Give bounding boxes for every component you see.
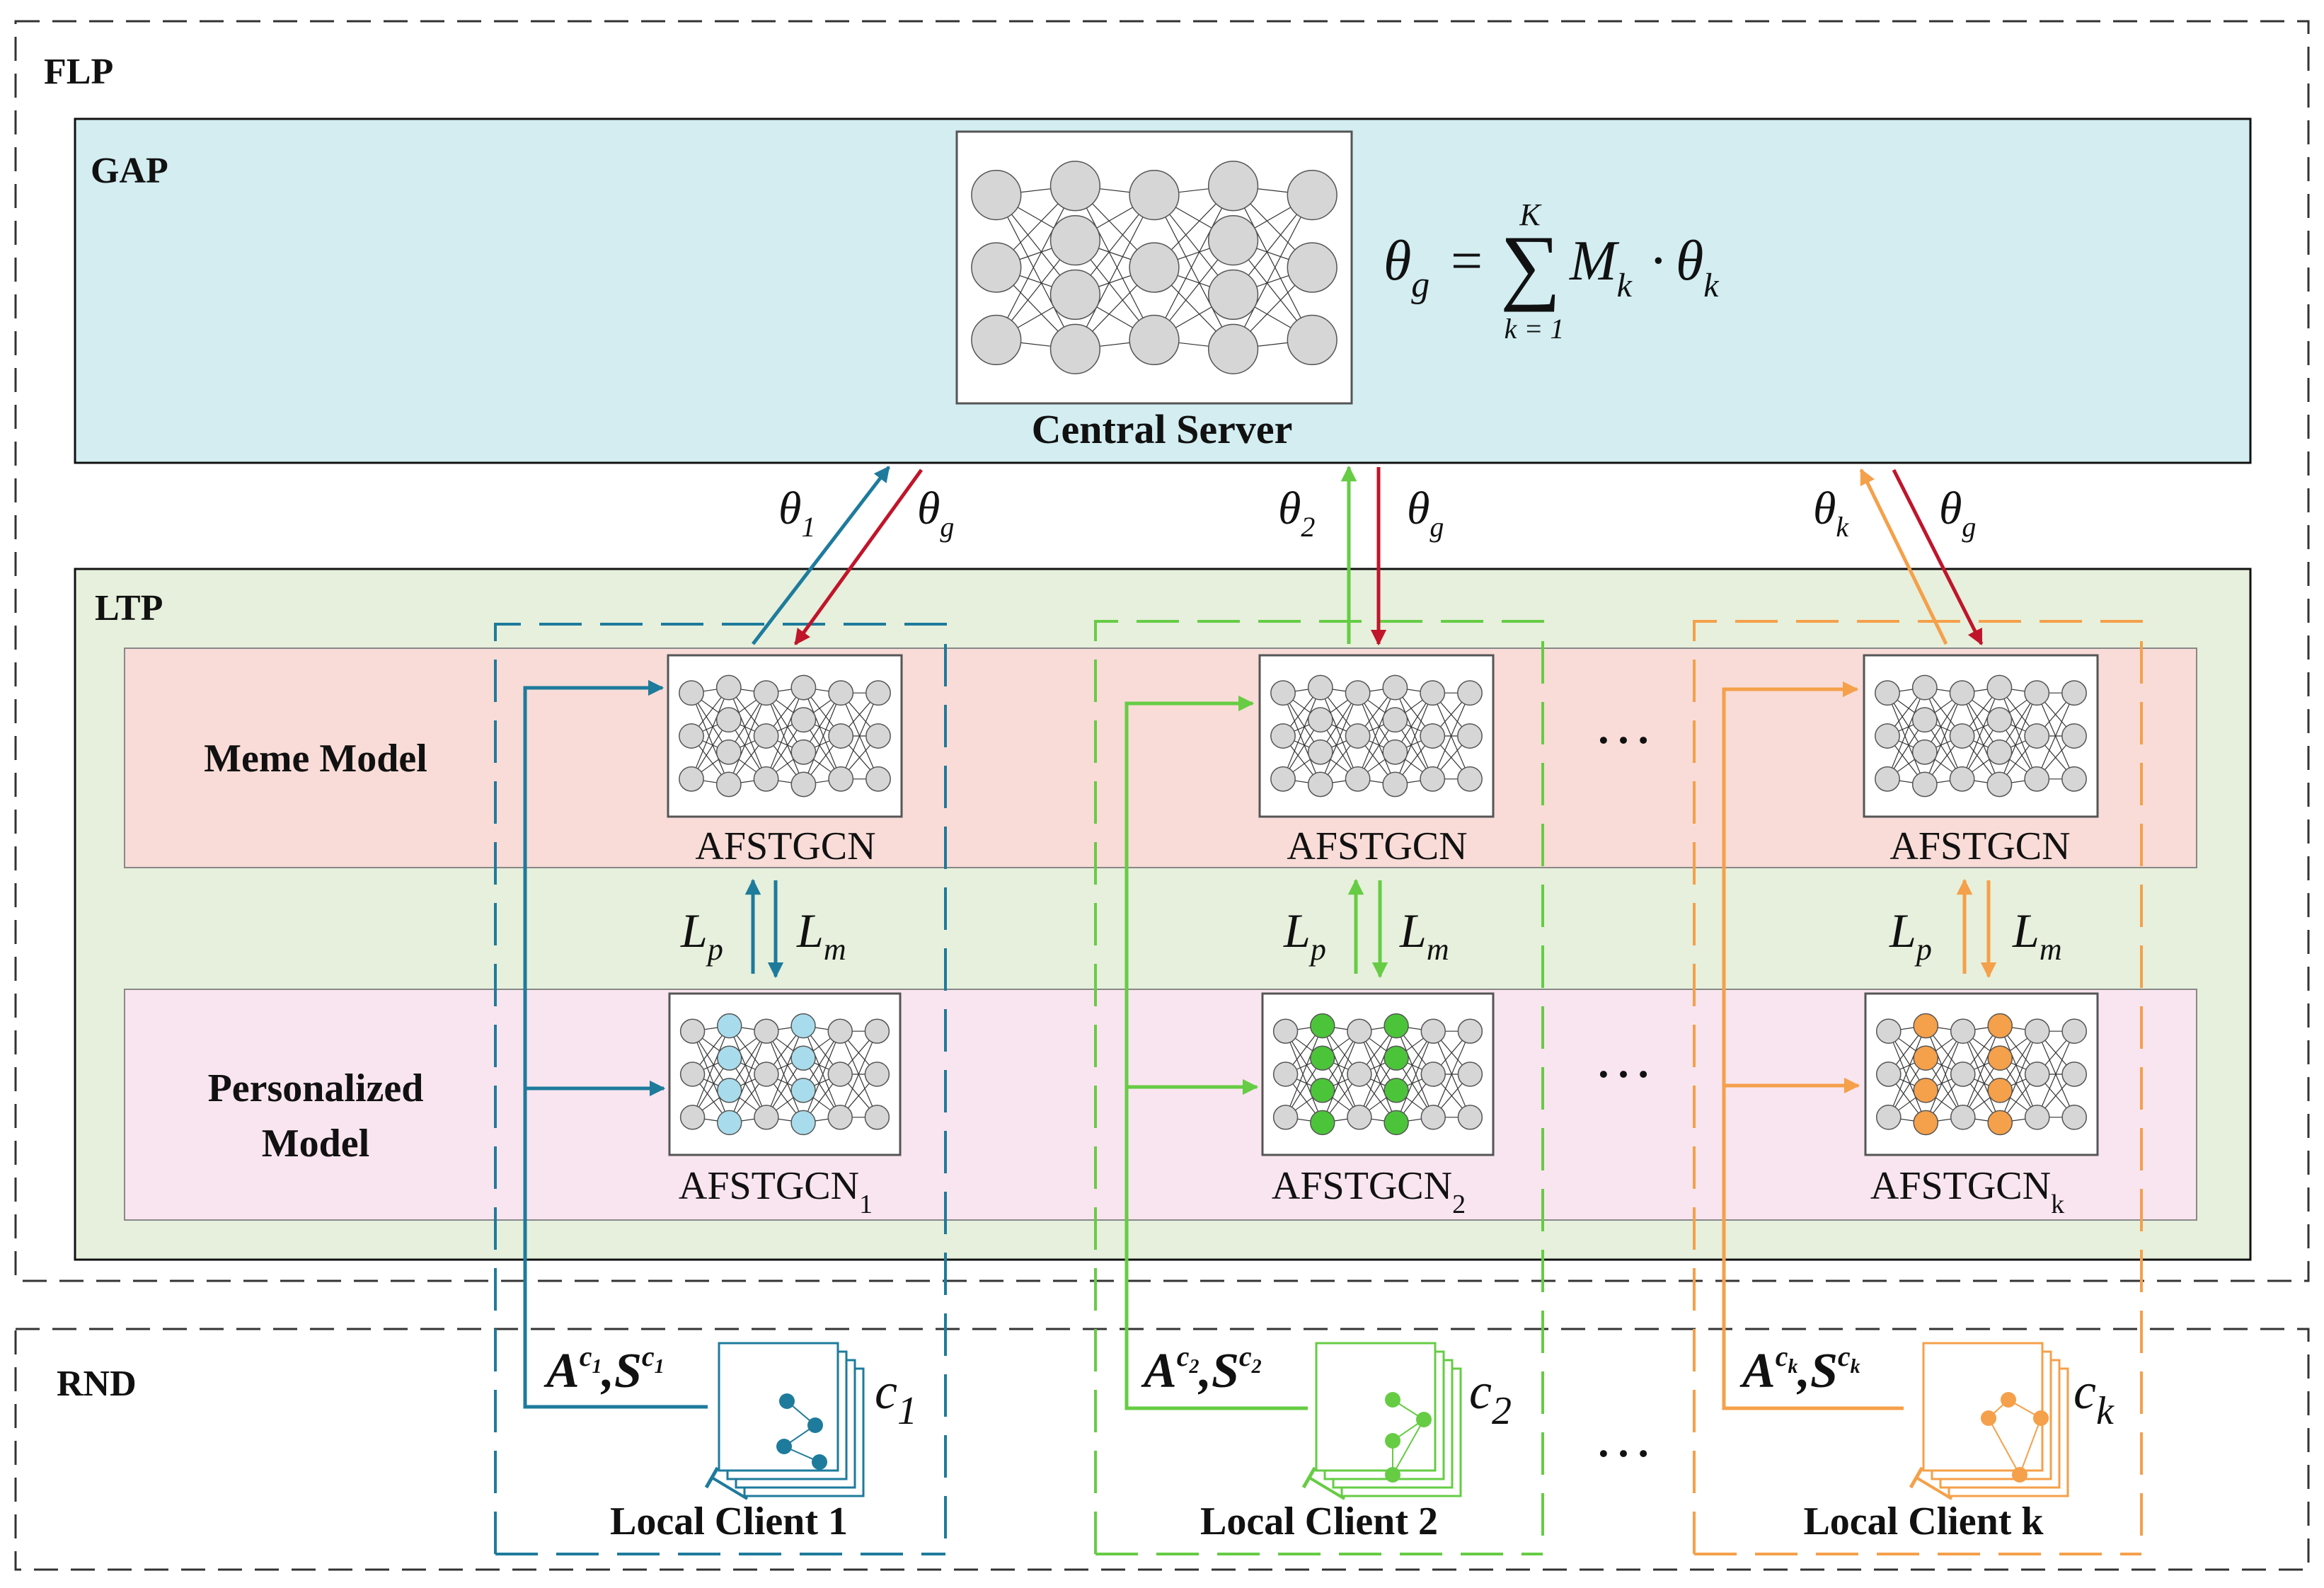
client-1-lm-label: Lm [796, 904, 846, 967]
client-2-column: AFSTGCN AFSTGCN2 Lp Lm θ2 θg Ac2,Sc2 c2 … [1094, 465, 1544, 1555]
rnd-label: RND [57, 1364, 137, 1404]
client-2-dashed-frame [1094, 620, 1544, 1554]
client-1-data-label: Ac1,Sc1 [543, 1340, 665, 1398]
central-server-network-icon [955, 130, 1353, 405]
client-1-personal-model-label: AFSTGCN1 [679, 1164, 873, 1219]
client-k-c-label: ck [2073, 1363, 2115, 1433]
client-1-lp-label: Lp [680, 904, 723, 967]
client-1-theta-upload-label: θ1 [778, 483, 815, 543]
formula-dot: · [1649, 230, 1668, 292]
client-2-meme-network-icon [1258, 654, 1495, 818]
formula-theta-g: θg [1384, 230, 1430, 305]
client-1-meme-model-label: AFSTGCN [695, 824, 875, 868]
client-2-theta-download-label: θg [1407, 483, 1444, 543]
formula-sum-lower: k = 1 [1505, 313, 1565, 345]
client-1-download-arrow [793, 468, 924, 645]
ltp-label: LTP [95, 588, 163, 628]
client-k-upload-arrow [1859, 468, 1948, 645]
personalized-model-label-line2: Model [262, 1122, 369, 1166]
client-1-c-label: c1 [875, 1363, 917, 1433]
client-1-personal-network-icon [668, 992, 902, 1156]
flp-label: FLP [44, 52, 113, 92]
aggregation-formula: θg = ∑ K k = 1 Mk · θk [1384, 197, 1720, 345]
client-2-theta-upload-label: θ2 [1278, 483, 1315, 543]
meme-model-label: Meme Model [204, 737, 427, 781]
client-2-lm-label: Lm [1399, 904, 1449, 967]
client-2-personal-network-icon [1261, 992, 1495, 1156]
client-2-c-label: c2 [1469, 1363, 1512, 1433]
client-1-meme-network-icon [667, 654, 903, 818]
client-1-graph-data-icon [704, 1342, 865, 1500]
formula-sum-upper: K [1519, 197, 1542, 232]
client-2-graph-data-icon [1301, 1342, 1462, 1500]
client-k-download-arrow [1892, 468, 1984, 646]
client-2-local-label: Local Client 2 [1200, 1500, 1438, 1543]
gap-label: GAP [91, 151, 168, 191]
client-k-dashed-frame [1693, 620, 2143, 1554]
client-k-personal-model-label: AFSTGCNk [1870, 1164, 2064, 1219]
client-k-meme-network-icon [1863, 654, 2099, 818]
personalized-model-row [124, 989, 2197, 1221]
client-1-theta-download-label: θg [917, 483, 954, 543]
ellipsis-rnd: … [1594, 1404, 1653, 1470]
client-1-data-flow-line [523, 679, 708, 1409]
personalized-model-label-line1: Personalized [208, 1066, 424, 1110]
ellipsis-meme: … [1594, 691, 1653, 756]
client-k-theta-upload-label: θk [1813, 483, 1849, 543]
client-2-data-label: Ac2,Sc2 [1141, 1340, 1262, 1398]
client-2-data-flow-line [1124, 695, 1308, 1410]
client-2-meme-model-label: AFSTGCN [1287, 824, 1467, 868]
formula-term-theta: θk [1676, 230, 1720, 304]
client-1-upload-arrow [752, 466, 890, 645]
formula-sigma: ∑ [1500, 218, 1561, 312]
client-k-column: AFSTGCN AFSTGCNk Lp Lm θk θg Ack,Sck ck … [1693, 468, 2143, 1555]
client-k-personal-network-icon [1864, 992, 2099, 1156]
rnd-frame [14, 1328, 2310, 1571]
client-2-personal-model-label: AFSTGCN2 [1272, 1164, 1466, 1219]
client-1-local-label: Local Client 1 [610, 1500, 848, 1543]
client-1-column: AFSTGCN AFSTGCN1 Lp Lm θ1 θg Ac1,Sc1 c1 … [494, 466, 954, 1555]
formula-equals: = [1451, 230, 1483, 292]
client-k-lp-label: Lp [1889, 904, 1932, 967]
formula-term-m: Mk [1569, 230, 1633, 304]
client-k-data-label: Ack,Sck [1739, 1340, 1860, 1398]
client-2-lp-label: Lp [1283, 904, 1326, 967]
client-k-data-flow-line [1722, 681, 1904, 1410]
flp-frame [14, 20, 2310, 1282]
client-k-local-label: Local Client k [1803, 1500, 2044, 1543]
client-1-dashed-frame [494, 623, 947, 1554]
central-server-label: Central Server [1032, 406, 1293, 452]
client-k-theta-download-label: θg [1939, 483, 1976, 543]
ellipsis-personal: … [1594, 1025, 1653, 1091]
client-k-meme-model-label: AFSTGCN [1889, 824, 2070, 868]
client-k-graph-data-icon [1909, 1342, 2069, 1500]
client-k-lm-label: Lm [2012, 904, 2062, 967]
